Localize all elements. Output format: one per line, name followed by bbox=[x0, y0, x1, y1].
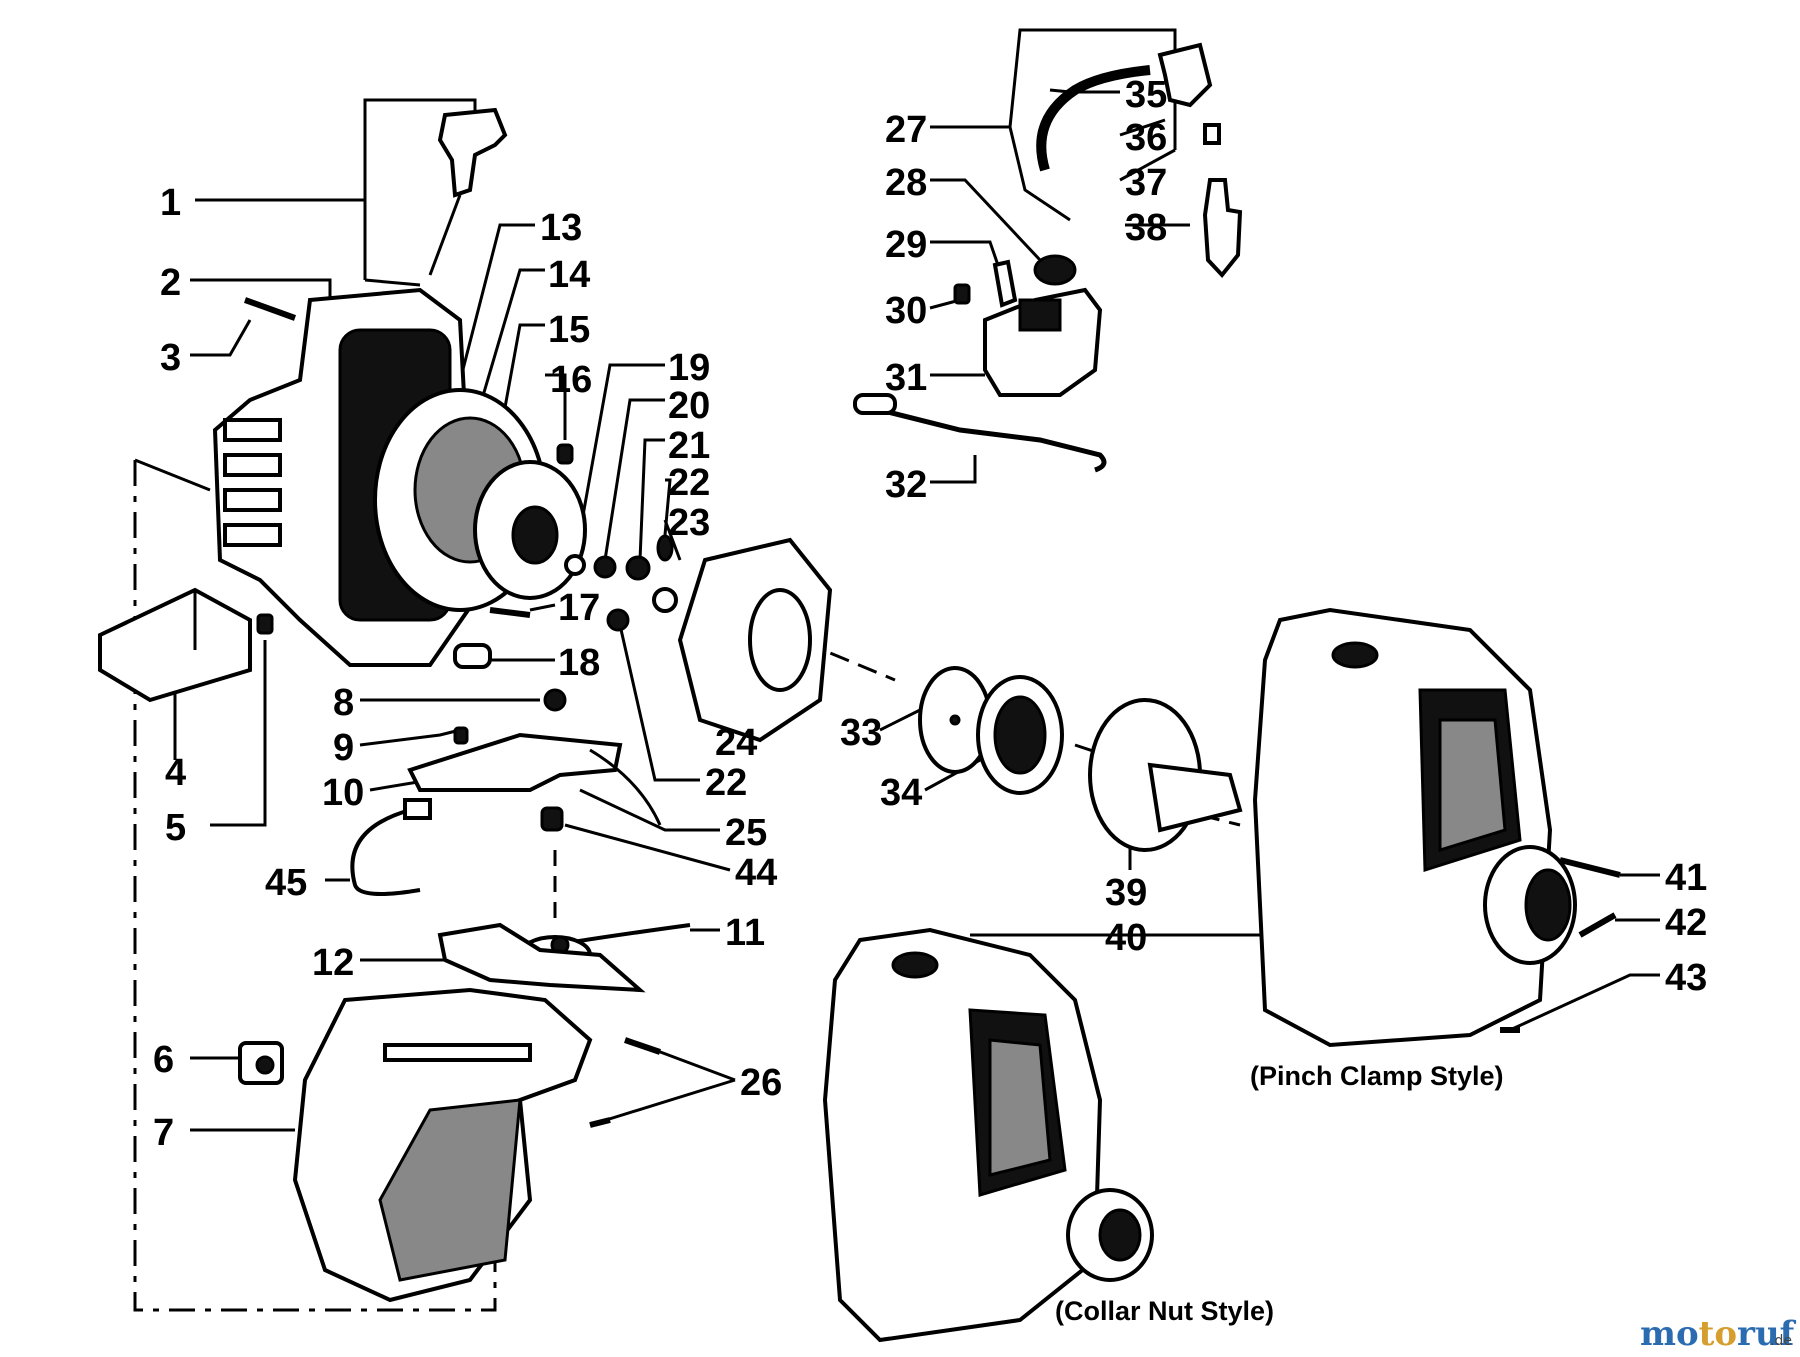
label-5: 5 bbox=[165, 807, 186, 849]
svg-text:motoruf: motoruf bbox=[1640, 1314, 1797, 1354]
label-33: 33 bbox=[840, 712, 882, 754]
label-10: 10 bbox=[322, 772, 364, 814]
flywheel-bore bbox=[748, 588, 812, 692]
label-19: 19 bbox=[668, 347, 710, 389]
watermark-logo: motoruf .de bbox=[1640, 1314, 1797, 1354]
housing-fins bbox=[223, 418, 282, 547]
starter-handle bbox=[437, 107, 508, 198]
label-12: 12 bbox=[312, 942, 354, 984]
label-39: 39 bbox=[1105, 872, 1147, 914]
label-42: 42 bbox=[1665, 902, 1707, 944]
label-13: 13 bbox=[540, 207, 582, 249]
part-labels: 1 2 3 4 5 6 7 8 9 10 11 12 13 14 15 16 1… bbox=[153, 74, 1707, 1154]
label-30: 30 bbox=[885, 290, 927, 332]
fuel-tank bbox=[983, 287, 1103, 397]
label-9: 9 bbox=[333, 727, 354, 769]
cover-opening bbox=[378, 1098, 522, 1282]
label-11: 11 bbox=[725, 912, 765, 954]
label-25: 25 bbox=[725, 812, 767, 854]
label-26: 26 bbox=[740, 1062, 782, 1104]
label-22a: 22 bbox=[668, 462, 710, 504]
caption-pinch-clamp-style: (Pinch Clamp Style) bbox=[1250, 1061, 1504, 1091]
nut-21 bbox=[625, 555, 651, 581]
leader-lines bbox=[133, 28, 1660, 1312]
spark-plug-boot bbox=[1157, 42, 1213, 108]
label-17: 17 bbox=[558, 587, 600, 629]
label-1: 1 bbox=[160, 182, 181, 224]
label-35: 35 bbox=[1125, 74, 1167, 116]
air-filter bbox=[98, 587, 252, 703]
washer-23 bbox=[652, 587, 678, 613]
spacer-18 bbox=[453, 643, 492, 669]
pawl-22 bbox=[656, 534, 674, 562]
label-16: 16 bbox=[550, 359, 592, 401]
label-37: 37 bbox=[1125, 162, 1167, 204]
label-32: 32 bbox=[885, 464, 927, 506]
label-27: 27 bbox=[885, 109, 927, 151]
caption-collar-nut-style: (Collar Nut Style) bbox=[1055, 1296, 1274, 1326]
clip-44 bbox=[540, 806, 564, 832]
starter-pulley-hub bbox=[511, 505, 559, 565]
label-28: 28 bbox=[885, 162, 927, 204]
parts-illustration bbox=[98, 42, 1621, 1343]
label-2: 2 bbox=[160, 262, 181, 304]
label-36: 36 bbox=[1125, 117, 1167, 159]
label-20: 20 bbox=[668, 385, 710, 427]
label-4: 4 bbox=[165, 752, 186, 794]
label-45: 45 bbox=[265, 862, 307, 904]
washer-19 bbox=[564, 554, 586, 576]
label-8: 8 bbox=[333, 682, 354, 724]
label-21: 21 bbox=[668, 425, 710, 467]
label-14: 14 bbox=[548, 254, 590, 296]
watermark-suffix: .de bbox=[1770, 1333, 1792, 1349]
ignition-module bbox=[407, 732, 623, 792]
bolt-22 bbox=[606, 608, 630, 632]
label-6: 6 bbox=[153, 1039, 174, 1081]
label-23: 23 bbox=[668, 502, 710, 544]
label-15: 15 bbox=[548, 309, 590, 351]
switch-bracket-12 bbox=[437, 922, 646, 993]
label-18: 18 bbox=[558, 642, 600, 684]
label-44: 44 bbox=[735, 852, 777, 894]
label-3: 3 bbox=[160, 337, 181, 379]
nut-8 bbox=[543, 688, 567, 712]
throttle-cable bbox=[859, 402, 1107, 473]
cover-grille bbox=[383, 1043, 532, 1062]
label-24: 24 bbox=[715, 722, 757, 764]
spark-plug-wire bbox=[1036, 65, 1151, 172]
label-38: 38 bbox=[1125, 207, 1167, 249]
label-7: 7 bbox=[153, 1112, 174, 1154]
label-43: 43 bbox=[1665, 957, 1707, 999]
label-41: 41 bbox=[1665, 857, 1707, 899]
label-34: 34 bbox=[880, 772, 922, 814]
ground-wire-45 bbox=[350, 808, 421, 896]
nut-20 bbox=[593, 555, 617, 579]
spark-plug bbox=[1202, 178, 1243, 279]
label-40: 40 bbox=[1105, 917, 1147, 959]
label-22b: 22 bbox=[705, 762, 747, 804]
label-29: 29 bbox=[885, 224, 927, 266]
label-31: 31 bbox=[885, 357, 927, 399]
fuel-cap bbox=[1033, 254, 1077, 286]
